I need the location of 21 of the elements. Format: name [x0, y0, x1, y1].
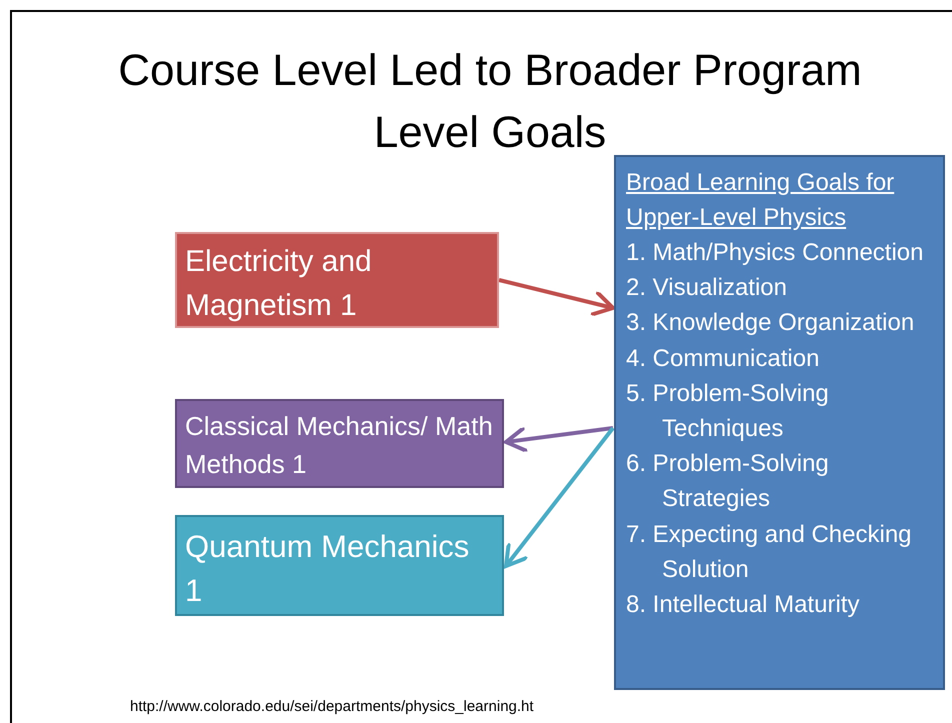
slide-title: Course Level Led to Broader Program Level Goals — [117, 45, 863, 159]
course-box — [175, 232, 499, 328]
list-item: 5. Problem-Solving Techniques — [626, 378, 830, 444]
source-url: http://www.colorado.edu/sei/departments/physics_learning.ht — [130, 698, 534, 715]
list-item: 8. Intellectual Maturity — [626, 590, 860, 620]
arrow — [504, 426, 615, 568]
list-item: 4. Communication — [626, 344, 820, 374]
course-box — [175, 515, 504, 616]
arrow — [498, 278, 615, 317]
list-item: 7. Expecting and Checking Solution — [626, 520, 913, 585]
arrow — [504, 426, 614, 454]
course-name: Electricity and Magnetism 1 — [185, 244, 373, 324]
course-name: Classical Mechanics/ Math Methods 1 — [185, 410, 494, 481]
list-item: 6. Problem-Solving Strategies — [626, 449, 830, 514]
course-box — [175, 399, 504, 488]
list-heading: Broad Learning Goals for Upper-Level Physics — [626, 168, 896, 233]
course-name: Quantum Mechanics 1 — [185, 528, 470, 610]
list-item: 1. Math/Physics Connection — [626, 238, 924, 268]
goals-box — [614, 155, 945, 690]
list-item: 3. Knowledge Organization — [626, 308, 916, 338]
list-item: 2. Visualization — [626, 273, 788, 304]
